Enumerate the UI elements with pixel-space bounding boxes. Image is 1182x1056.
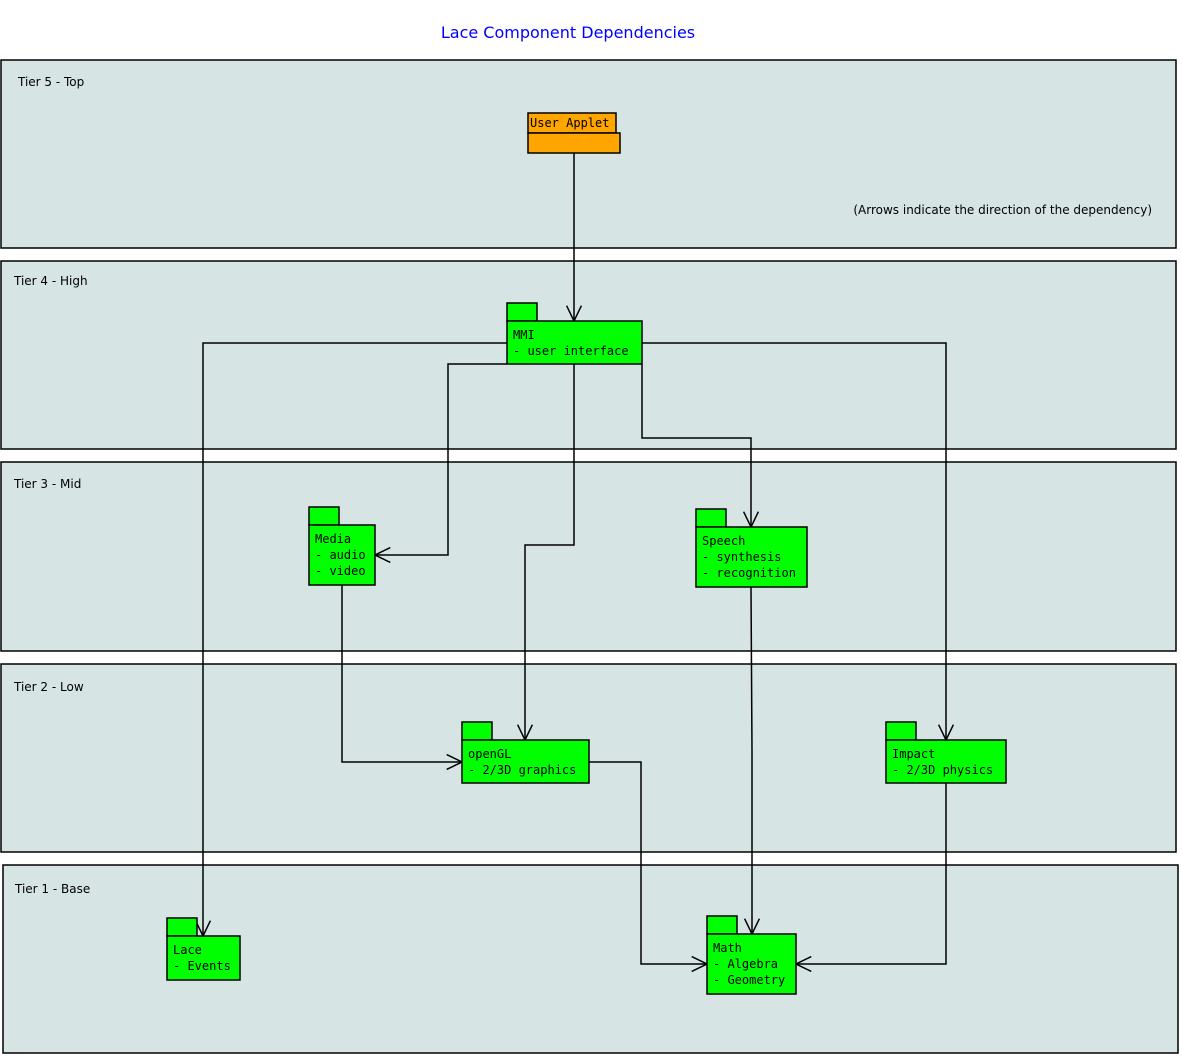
package-tab bbox=[695, 508, 727, 528]
package-feature: - user interface bbox=[513, 344, 629, 358]
package-feature: - Algebra bbox=[713, 957, 778, 971]
package-body bbox=[308, 524, 376, 586]
package-name: Impact bbox=[892, 747, 935, 761]
tier-label: Tier 3 - Mid bbox=[13, 477, 81, 491]
package-name: Math bbox=[713, 941, 742, 955]
package-body bbox=[885, 739, 1007, 784]
dependency-line bbox=[796, 783, 947, 965]
package-name: openGL bbox=[468, 747, 511, 761]
package-opengl[interactable]: openGL - 2/3D graphics bbox=[461, 721, 590, 784]
tier-label: Tier 1 - Base bbox=[14, 882, 90, 896]
package-feature: - audio bbox=[315, 548, 366, 562]
package-feature: - video bbox=[315, 564, 366, 578]
dependency-line bbox=[641, 364, 752, 527]
package-body bbox=[461, 739, 590, 784]
tier-box bbox=[0, 59, 1177, 249]
package-speech[interactable]: Speech - synthesis - recognition bbox=[695, 508, 808, 588]
dependency-line bbox=[589, 761, 707, 965]
package-feature: - 2/3D graphics bbox=[468, 763, 576, 777]
package-feature: - 2/3D physics bbox=[892, 763, 993, 777]
dependency-line bbox=[375, 363, 507, 556]
tier-label: Tier 5 - Top bbox=[17, 75, 84, 89]
package-tab bbox=[506, 302, 538, 322]
package-name: Lace bbox=[173, 943, 202, 957]
package-body bbox=[506, 320, 643, 365]
dependency-line bbox=[202, 342, 507, 936]
package-name: Speech bbox=[702, 534, 745, 548]
package-body bbox=[527, 132, 621, 154]
diagram-note: (Arrows indicate the direction of the de… bbox=[853, 203, 1152, 217]
package-body bbox=[706, 933, 797, 995]
tier-label: Tier 4 - High bbox=[13, 274, 88, 288]
tier-label: Tier 2 - Low bbox=[13, 680, 84, 694]
package-name: User Applet bbox=[530, 116, 609, 130]
package-body bbox=[695, 526, 808, 588]
package-tab bbox=[885, 721, 917, 741]
package-tab bbox=[166, 917, 198, 937]
package-body bbox=[166, 935, 241, 981]
package-impact[interactable]: Impact - 2/3D physics bbox=[885, 721, 1007, 784]
package-lace[interactable]: Lace - Events bbox=[166, 917, 241, 981]
package-applet[interactable]: User Applet bbox=[527, 112, 621, 154]
tier-t5: Tier 5 - Top bbox=[0, 59, 1177, 249]
package-feature: - recognition bbox=[702, 566, 796, 580]
dependency-line bbox=[750, 586, 753, 934]
dependency-line bbox=[642, 342, 947, 740]
dependency-line bbox=[341, 585, 462, 763]
diagram-title: Lace Component Dependencies bbox=[441, 23, 695, 42]
package-tab bbox=[461, 721, 493, 741]
package-math[interactable]: Math - Algebra - Geometry bbox=[706, 915, 797, 995]
package-mmi[interactable]: MMI - user interface bbox=[506, 302, 643, 365]
package-media[interactable]: Media - audio - video bbox=[308, 506, 376, 586]
dependency-line bbox=[524, 364, 575, 740]
tier-t3: Tier 3 - Mid bbox=[0, 461, 1177, 652]
package-feature: - synthesis bbox=[702, 550, 781, 564]
package-name: MMI bbox=[513, 328, 535, 342]
package-name: Media bbox=[315, 532, 351, 546]
package-feature: - Geometry bbox=[713, 973, 785, 987]
package-feature: - Events bbox=[173, 959, 231, 973]
package-tab bbox=[308, 506, 340, 526]
package-tab bbox=[706, 915, 738, 935]
tier-box bbox=[0, 461, 1177, 652]
